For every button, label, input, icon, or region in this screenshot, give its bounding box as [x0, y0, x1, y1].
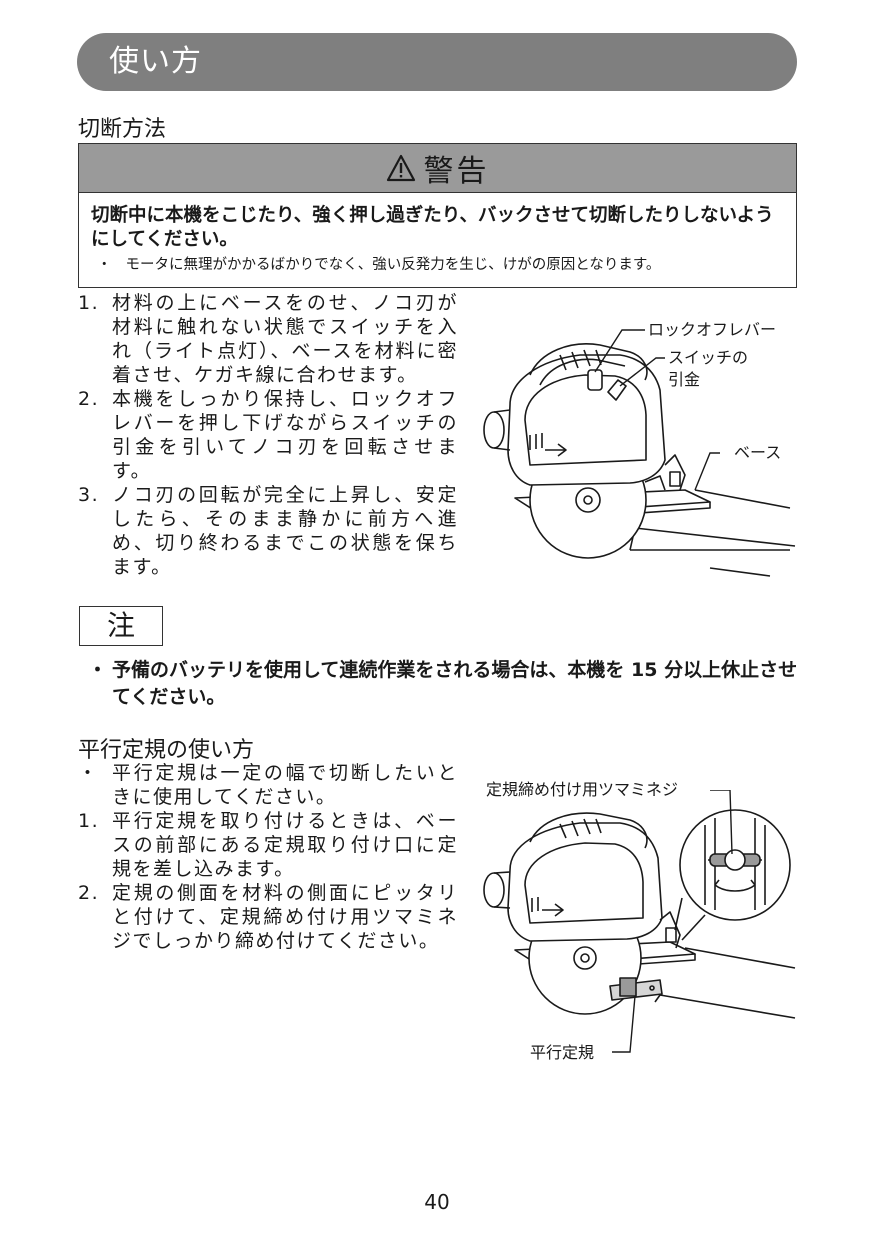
- list-item: 2. 定規の側面を材料の側面にピッタリと付けて、定規締め付け用ツマミネジでしっか…: [78, 881, 458, 953]
- step-text: 本機をしっかり保持し、ロックオフレバーを押し下げながらスイッチの引金を引いてノコ…: [112, 388, 458, 482]
- step-number: 1.: [78, 810, 100, 832]
- warning-triangle-icon: [386, 154, 415, 182]
- list-item: 1. 材料の上にベースをのせ、ノコ刃が材料に触れない状態でスイッチを入れ（ライト…: [78, 291, 458, 387]
- label-knob-screw: 定規締め付け用ツマミネジ: [486, 780, 679, 799]
- chapter-title: 使い方: [109, 44, 202, 79]
- warning-bullet: ・: [97, 257, 112, 273]
- label-base: ベース: [734, 443, 782, 462]
- step-text: ノコ刃の回転が完全に上昇し、安定したら、そのまま静かに前方へ進め、切り終わるまで…: [112, 484, 458, 578]
- warning-box: 警告 切断中に本機をこじたり、強く押し過ぎたり、バックさせて切断したりしないよう…: [78, 143, 797, 288]
- step-number: 2.: [78, 882, 100, 904]
- parallel-guide-illustration: [483, 790, 796, 1053]
- step-number: 3.: [78, 484, 100, 506]
- step-text: 平行定規は一定の幅で切断したいときに使用してください。: [112, 762, 458, 808]
- section-title-parallel-guide: 平行定規の使い方: [78, 738, 255, 763]
- note-label-box: 注: [79, 606, 163, 646]
- warning-header: 警告: [79, 144, 796, 193]
- list-item: 2. 本機をしっかり保持し、ロックオフレバーを押し下げながらスイッチの引金を引い…: [78, 387, 458, 483]
- step-number: 1.: [78, 292, 100, 314]
- note-bullet: ・: [88, 659, 108, 681]
- list-item: 1. 平行定規を取り付けるときは、ベースの前部にある定規取り付け口に定規を差し込…: [78, 809, 458, 881]
- step-text: 定規の側面を材料の側面にピッタリと付けて、定規締め付け用ツマミネジでしっかり締め…: [112, 882, 458, 952]
- cutting-steps: 1. 材料の上にベースをのせ、ノコ刃が材料に触れない状態でスイッチを入れ（ライト…: [78, 291, 458, 579]
- warning-sub-content: モータに無理がかかるばかりでなく、強い反発力を生じ、けがの原因となります。: [125, 257, 661, 273]
- label-switch-line1: スイッチの: [668, 348, 749, 367]
- warning-title: 警告: [423, 154, 490, 189]
- section-title-cutting: 切断方法: [78, 117, 167, 142]
- label-switch-line2: 引金: [668, 370, 701, 389]
- label-parallel-guide: 平行定規: [530, 1043, 595, 1062]
- warning-sub-text: ・モータに無理がかかるばかりでなく、強い反発力を生じ、けがの原因となります。: [97, 255, 792, 275]
- step-number: 2.: [78, 388, 100, 410]
- step-text: 材料の上にベースをのせ、ノコ刃が材料に触れない状態でスイッチを入れ（ライト点灯）…: [112, 292, 458, 386]
- chapter-header: 使い方: [77, 33, 797, 91]
- circular-saw-illustration: [483, 329, 796, 577]
- step-text: 平行定規を取り付けるときは、ベースの前部にある定規取り付け口に定規を差し込みます…: [112, 810, 458, 880]
- note-content: 予備のバッテリを使用して連続作業をされる場合は、本機を 15 分以上休止させてく…: [112, 659, 798, 708]
- note-title: 注: [106, 609, 135, 642]
- guide-steps: ・ 平行定規は一定の幅で切断したいときに使用してください。 1. 平行定規を取り…: [78, 761, 458, 953]
- page-number: 40: [424, 1190, 450, 1214]
- label-lock-off-lever: ロックオフレバー: [648, 320, 777, 339]
- step-number: ・: [78, 762, 99, 784]
- list-item: 3. ノコ刃の回転が完全に上昇し、安定したら、そのまま静かに前方へ進め、切り終わ…: [78, 483, 458, 579]
- note-text: ・ 予備のバッテリを使用して連続作業をされる場合は、本機を 15 分以上休止させ…: [88, 657, 798, 711]
- warning-main-text: 切断中に本機をこじたり、強く押し過ぎたり、バックさせて切断したりしないようにして…: [91, 205, 774, 250]
- list-item: ・ 平行定規は一定の幅で切断したいときに使用してください。: [78, 761, 458, 809]
